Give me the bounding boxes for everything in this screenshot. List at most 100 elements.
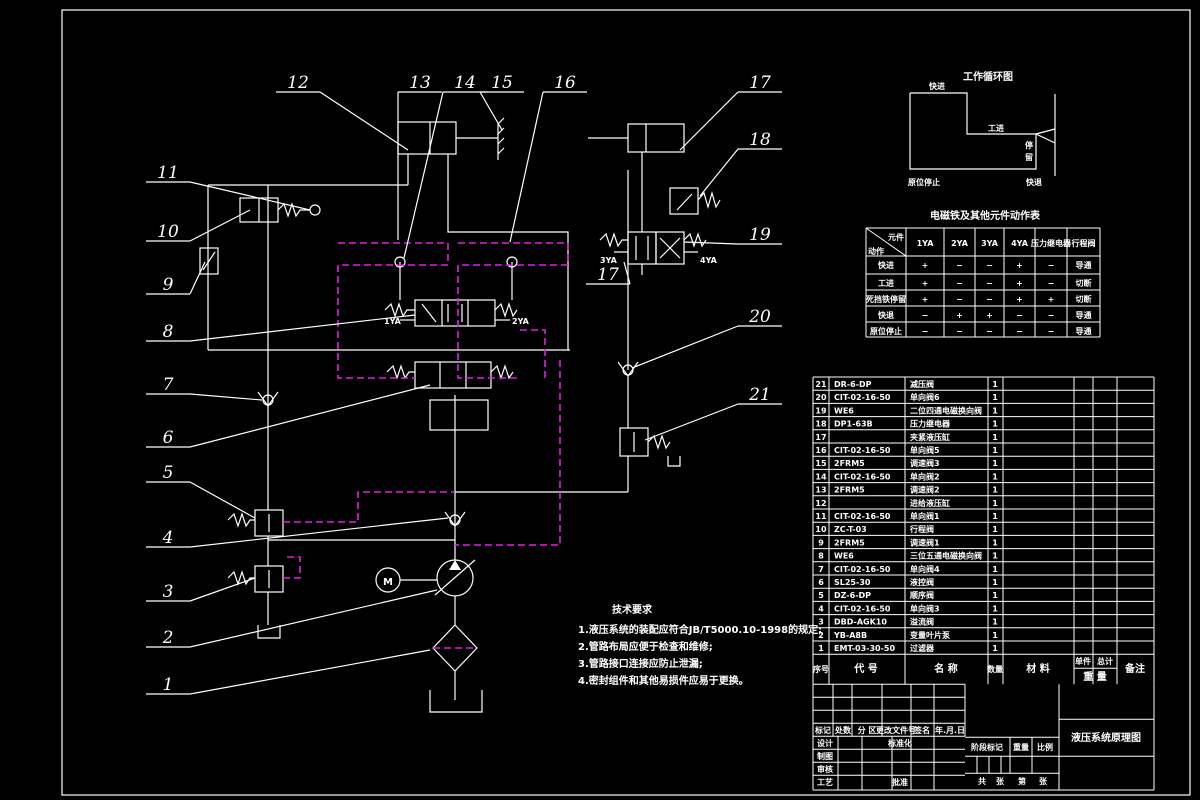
part-quantity: 1 — [992, 578, 998, 587]
part-name: 三位五通电磁换向阀 — [910, 551, 982, 561]
component-label-3: 3 — [163, 582, 174, 602]
leader-line — [189, 209, 251, 242]
part-code: WE6 — [834, 552, 854, 561]
part-number: 4 — [818, 604, 824, 613]
part-code: DP1-63B — [834, 420, 873, 429]
part-number: 18 — [815, 420, 827, 429]
part-quantity: 1 — [992, 525, 998, 534]
table-cell: 导通 — [1076, 310, 1092, 320]
part-quantity: 1 — [992, 380, 998, 389]
part-code: WE6 — [834, 406, 854, 415]
row-action: 死挡铁停留 — [865, 294, 906, 304]
part-quantity: 1 — [992, 486, 998, 495]
part-quantity: 1 — [992, 604, 998, 613]
header-no: 序号 — [813, 664, 829, 674]
part-number: 7 — [818, 565, 824, 574]
sheet-count: 第 — [1018, 776, 1026, 786]
leader-line — [699, 148, 739, 197]
drawing-label: 制图 — [817, 751, 833, 761]
part-name: 压力继电器 — [910, 419, 951, 429]
part-quantity: 1 — [992, 512, 998, 521]
clamp-cylinder-17 — [588, 123, 685, 153]
weight-label: 重量 — [1013, 742, 1029, 752]
part-quantity: 1 — [992, 472, 998, 481]
component-label-1: 1 — [163, 675, 174, 695]
part-name: 液控阀 — [910, 577, 934, 587]
review-label: 审核 — [817, 764, 833, 774]
part-code: EMT-03-30-50 — [834, 644, 896, 653]
leader-line — [189, 649, 431, 695]
part-number: 16 — [815, 446, 827, 455]
part-name: 顺序阀 — [910, 590, 934, 600]
component-label-6: 6 — [163, 428, 174, 448]
component-label-17: 17 — [597, 265, 619, 285]
part-quantity: 1 — [992, 446, 998, 455]
hydraulic-schematic: M — [199, 117, 721, 713]
tech-requirements-title: 技术要求 — [612, 603, 653, 616]
part-name: 调速阀1 — [910, 537, 940, 547]
design-label: 设计 — [817, 738, 833, 748]
solenoid-3ya-label: 3YA — [600, 256, 618, 265]
part-number: 19 — [815, 406, 827, 415]
table-cell: 切断 — [1076, 294, 1092, 304]
part-code: CIT-02-16-50 — [834, 604, 891, 613]
part-code: 2FRM5 — [834, 486, 865, 495]
part-quantity: 1 — [992, 459, 998, 468]
part-number: 2 — [818, 631, 824, 640]
part-code: CIT-02-16-50 — [834, 393, 891, 402]
part-code: DZ-6-DP — [834, 591, 871, 600]
column-header: 行程阀 — [1071, 238, 1096, 248]
table-cell: 切断 — [1076, 278, 1092, 288]
part-quantity: 1 — [992, 433, 998, 442]
column-header: 4YA — [1011, 239, 1029, 248]
tech-requirement-item: 1.液压系统的装配应符合JB/T5000.10-1998的规定; — [578, 623, 822, 636]
sequence-valve-5 — [254, 509, 284, 537]
leader-line — [189, 314, 416, 342]
header-code: 代 号 — [853, 662, 877, 675]
part-quantity: 1 — [992, 538, 998, 547]
cycle-home-stop: 原位停止 — [908, 177, 940, 187]
part-quantity: 1 — [992, 552, 998, 561]
part-quantity: 1 — [992, 393, 998, 402]
component-label-4: 4 — [162, 528, 174, 548]
cycle-dwell: 留 — [1025, 152, 1033, 162]
table-cell: − — [956, 295, 963, 304]
component-label-18: 18 — [749, 130, 771, 150]
component-label-11: 11 — [157, 163, 179, 183]
header-remark: 备注 — [1124, 662, 1145, 675]
leader-line — [679, 91, 739, 151]
part-number: 9 — [818, 538, 824, 547]
leader-line — [631, 325, 739, 369]
component-label-16: 16 — [554, 73, 576, 93]
part-name: 单向阀4 — [910, 564, 940, 574]
row-action: 原位停止 — [870, 326, 902, 336]
pressure-switch-18 — [669, 187, 699, 215]
table-cell: + — [956, 311, 963, 320]
action-table-title: 电磁铁及其他元件动作表 — [930, 209, 1041, 222]
component-label-15: 15 — [491, 73, 513, 93]
part-quantity: 1 — [992, 631, 998, 640]
sheet-count: 共 — [978, 776, 986, 786]
scale-label: 比例 — [1037, 742, 1053, 752]
feed-cylinder-12 — [397, 117, 505, 160]
part-name: 夹紧液压缸 — [910, 432, 950, 442]
work-cycle-diagram: 工作循环图 快进 工进 停 留 快退 原位停止 — [908, 70, 1056, 187]
leader-line — [189, 577, 256, 602]
corner-header: 动作 — [868, 246, 884, 256]
table-cell: + — [1016, 279, 1023, 288]
leader-line — [189, 589, 438, 648]
part-number: 5 — [818, 591, 824, 600]
cycle-diagram-title: 工作循环图 — [963, 70, 1013, 83]
part-name: 调速阀2 — [910, 485, 940, 495]
check-valve-11 — [309, 204, 321, 216]
